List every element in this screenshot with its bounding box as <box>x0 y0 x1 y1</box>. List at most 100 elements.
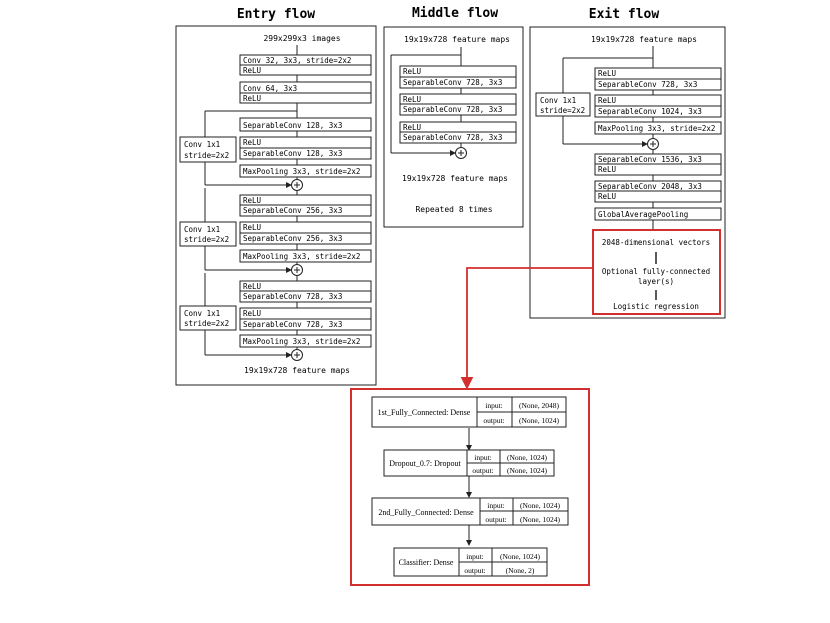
entry-block-conv64: Conv 64, 3x3 ReLU <box>239 81 372 104</box>
add-icon <box>291 179 303 191</box>
entry-b11-line1: MaxPooling 3x3, stride=2x2 <box>243 337 360 346</box>
middle-repeat-label: Repeated 8 times <box>415 205 492 214</box>
dense-layer-1-output-shape: (None, 1024) <box>519 416 559 425</box>
middle-b3-line2: SeparableConv 728, 3x3 <box>403 133 502 142</box>
entry-skip-conv-1: Conv 1x1 stride=2x2 <box>179 136 237 163</box>
dense-layer-4-output-shape: (None, 2) <box>506 566 535 575</box>
exit-b4-line2: ReLU <box>598 165 616 174</box>
dense-layer-2-output-label: output: <box>472 466 493 475</box>
entry-b6-line2: SeparableConv 256, 3x3 <box>243 206 342 215</box>
add-icon <box>291 264 303 276</box>
entry-skip1-line1: Conv 1x1 <box>184 140 220 149</box>
entry-b2-line2: ReLU <box>243 94 261 103</box>
entry-b6-line1: ReLU <box>243 196 261 205</box>
exit-block-sepconv2048: SeparableConv 2048, 3x3 ReLU <box>594 180 722 203</box>
middle-output-label: 19x19x728 feature maps <box>402 174 508 183</box>
add-icon <box>647 138 659 150</box>
exit-flow-frame <box>529 26 726 319</box>
dense-layer-2-output-shape: (None, 1024) <box>507 466 547 475</box>
dense-layer-3-name: 2nd_Fully_Connected: Dense <box>378 508 474 517</box>
entry-block-sepconv256-b: ReLU SeparableConv 256, 3x3 <box>239 221 372 245</box>
dense-layer-3-output-label: output: <box>485 515 506 524</box>
zoom-connector-arrow <box>460 267 593 390</box>
entry-b7-line2: SeparableConv 256, 3x3 <box>243 234 342 243</box>
dense-layer-2-name: Dropout_0.7: Dropout <box>389 459 461 468</box>
middle-flow-frame <box>383 26 524 228</box>
dense-layer-1-name: 1st_Fully_Connected: Dense <box>378 408 471 417</box>
entry-skip1-line2: stride=2x2 <box>184 151 229 160</box>
entry-block-maxpool-1: MaxPooling 3x3, stride=2x2 <box>239 164 372 178</box>
entry-block-sepconv128-a: SeparableConv 128, 3x3 <box>239 117 372 132</box>
exit-connectors <box>562 46 654 230</box>
entry-b3-line1: SeparableConv 128, 3x3 <box>243 121 342 130</box>
dense-layer-3: 2nd_Fully_Connected: Dense input: output… <box>371 497 569 526</box>
entry-b1-line2: ReLU <box>243 66 261 75</box>
entry-b1-line1: Conv 32, 3x3, stride=2x2 <box>243 56 351 65</box>
entry-skip2-line1: Conv 1x1 <box>184 225 220 234</box>
entry-b4-line2: SeparableConv 128, 3x3 <box>243 149 342 158</box>
middle-flow-title: Middle flow <box>412 6 498 21</box>
middle-b2-line2: SeparableConv 728, 3x3 <box>403 105 502 114</box>
middle-b2-line1: ReLU <box>403 95 421 104</box>
exit-b3-line1: MaxPooling 3x3, stride=2x2 <box>598 124 715 133</box>
entry-b7-line1: ReLU <box>243 223 261 232</box>
exit-b6-line1: GlobalAveragePooling <box>598 210 688 219</box>
middle-input-label: 19x19x728 feature maps <box>404 35 510 44</box>
exit-b5-line1: SeparableConv 2048, 3x3 <box>598 182 702 191</box>
entry-block-sepconv728-a: ReLU SeparableConv 728, 3x3 <box>239 280 372 303</box>
head-logreg-label: Logistic regression <box>613 302 699 311</box>
dense-layer-1-input-label: input: <box>485 401 503 410</box>
exit-b1-line2: SeparableConv 728, 3x3 <box>598 80 697 89</box>
add-icon <box>291 349 303 361</box>
exit-flow-title: Exit flow <box>589 7 660 22</box>
head-fc-label-1: Optional fully-connected <box>602 267 710 276</box>
exit-skip-line1: Conv 1x1 <box>540 96 576 105</box>
middle-block-3: ReLU SeparableConv 728, 3x3 <box>399 121 517 144</box>
entry-connectors <box>204 45 298 358</box>
entry-flow-title: Entry flow <box>237 7 315 22</box>
head-vectors-label: 2048-dimensional vectors <box>602 238 710 247</box>
dense-layer-3-input-label: input: <box>487 501 505 510</box>
exit-b1-line1: ReLU <box>598 69 616 78</box>
exit-block-sepconv728: ReLU SeparableConv 728, 3x3 <box>594 67 722 91</box>
entry-flow-panel <box>175 25 377 386</box>
exit-input-label: 19x19x728 feature maps <box>591 35 697 44</box>
entry-b4-line1: ReLU <box>243 138 261 147</box>
dense-layer-4-input-shape: (None, 1024) <box>500 552 540 561</box>
dense-layer-3-input-shape: (None, 1024) <box>520 501 560 510</box>
exit-skip-conv: Conv 1x1 stride=2x2 <box>535 92 591 117</box>
entry-block-sepconv256-a: ReLU SeparableConv 256, 3x3 <box>239 194 372 217</box>
dense-layer-2-input-shape: (None, 1024) <box>507 453 547 462</box>
dense-layer-4-output-label: output: <box>464 566 485 575</box>
entry-b2-line1: Conv 64, 3x3 <box>243 84 297 93</box>
middle-b1-line2: SeparableConv 728, 3x3 <box>403 78 502 87</box>
entry-block-maxpool-2: MaxPooling 3x3, stride=2x2 <box>239 249 372 263</box>
dense-layer-2: Dropout_0.7: Dropout input: output: (Non… <box>383 449 555 477</box>
middle-block-2: ReLU SeparableConv 728, 3x3 <box>399 93 517 116</box>
dense-layer-4: Classifier: Dense input: output: (None, … <box>393 547 548 577</box>
middle-b1-line1: ReLU <box>403 67 421 76</box>
exit-block-maxpool: MaxPooling 3x3, stride=2x2 <box>594 121 722 135</box>
entry-block-maxpool-3: MaxPooling 3x3, stride=2x2 <box>239 334 372 348</box>
exit-b2-line2: SeparableConv 1024, 3x3 <box>598 107 702 116</box>
entry-skip3-line1: Conv 1x1 <box>184 309 220 318</box>
exit-block-sepconv1024: ReLU SeparableConv 1024, 3x3 <box>594 94 722 118</box>
exit-b5-line2: ReLU <box>598 192 616 201</box>
dense-layer-1: 1st_Fully_Connected: Dense input: output… <box>371 396 567 428</box>
entry-skip2-line2: stride=2x2 <box>184 235 229 244</box>
entry-output-label: 19x19x728 feature maps <box>244 366 350 375</box>
dense-layer-1-output-label: output: <box>483 416 504 425</box>
entry-skip-conv-3: Conv 1x1 stride=2x2 <box>179 305 237 331</box>
dense-layer-3-output-shape: (None, 1024) <box>520 515 560 524</box>
middle-connectors <box>390 47 462 156</box>
middle-block-1: ReLU SeparableConv 728, 3x3 <box>399 65 517 89</box>
entry-b10-line2: SeparableConv 728, 3x3 <box>243 320 342 329</box>
entry-block-conv32: Conv 32, 3x3, stride=2x2 ReLU <box>239 54 372 76</box>
entry-b10-line1: ReLU <box>243 309 261 318</box>
entry-b9-line2: SeparableConv 728, 3x3 <box>243 292 342 301</box>
add-icon <box>455 147 467 159</box>
head-fc-label-2: layer(s) <box>638 277 674 286</box>
exit-block-gap: GlobalAveragePooling <box>594 207 722 221</box>
entry-add-nodes <box>291 179 303 361</box>
entry-skip3-line2: stride=2x2 <box>184 319 229 328</box>
